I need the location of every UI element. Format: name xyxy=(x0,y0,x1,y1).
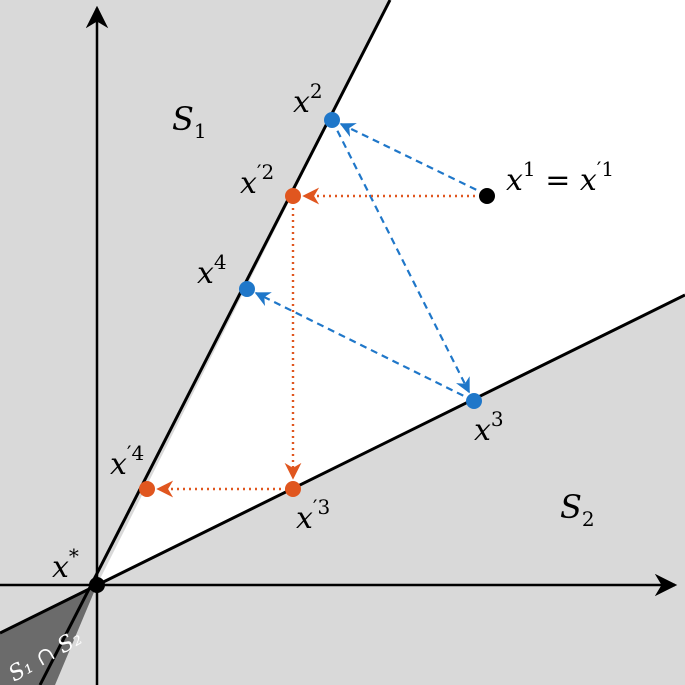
label-x2: x2 xyxy=(293,79,323,120)
label-xp4: x′4 xyxy=(110,441,144,482)
point-xp3 xyxy=(285,481,301,497)
point-xp2 xyxy=(285,188,301,204)
blue-arrow-x3-x4 xyxy=(254,292,475,402)
region-intersection xyxy=(0,585,97,685)
region-s2 xyxy=(0,295,685,685)
label-x3: x3 xyxy=(474,407,504,448)
boundary-s2 xyxy=(0,293,685,635)
label-s2: S2 xyxy=(560,488,595,531)
point-xp4 xyxy=(139,481,155,497)
point-x2 xyxy=(324,112,340,128)
point-x3 xyxy=(466,393,482,409)
label-xp2: x′2 xyxy=(240,160,274,201)
blue-arrow-x2-x3 xyxy=(331,119,470,394)
blue-arrow-x1-x2 xyxy=(339,123,488,196)
label-x-star: x* xyxy=(52,544,79,585)
point-x-star xyxy=(89,577,105,593)
point-x1 xyxy=(479,188,495,204)
label-x4: x4 xyxy=(197,250,227,291)
label-x1: x1 = x′1 xyxy=(506,157,614,198)
label-s1: S1 xyxy=(172,100,207,143)
point-x4 xyxy=(239,281,255,297)
label-xp3: x′3 xyxy=(296,495,330,536)
